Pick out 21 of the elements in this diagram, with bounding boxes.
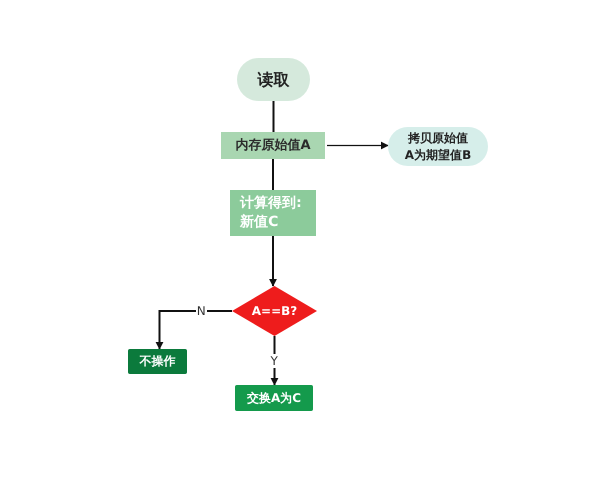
process-box	[230, 190, 316, 236]
node-label: 不操作	[140, 353, 176, 370]
process-box	[235, 385, 313, 411]
node-label: 内存原始值A	[235, 136, 311, 154]
node-label: A==B?	[252, 302, 298, 320]
node-label: 计算得到:新值C	[240, 194, 303, 232]
arrow	[269, 236, 277, 287]
terminal-pill	[237, 58, 310, 101]
process-box	[128, 349, 187, 374]
arrow	[327, 142, 389, 150]
connector-line	[272, 159, 274, 190]
edge-label: N	[196, 304, 207, 318]
terminal-pill	[388, 127, 488, 166]
connector-line	[272, 101, 274, 132]
decision-diamond	[232, 286, 317, 336]
edge-label: Y	[270, 354, 279, 368]
process-box	[221, 132, 325, 159]
node-label: 拷贝原始值A为期望值B	[404, 130, 472, 163]
node-label: 读取	[258, 68, 290, 90]
node-label: 交换A为C	[246, 390, 302, 406]
arrow	[156, 310, 232, 350]
